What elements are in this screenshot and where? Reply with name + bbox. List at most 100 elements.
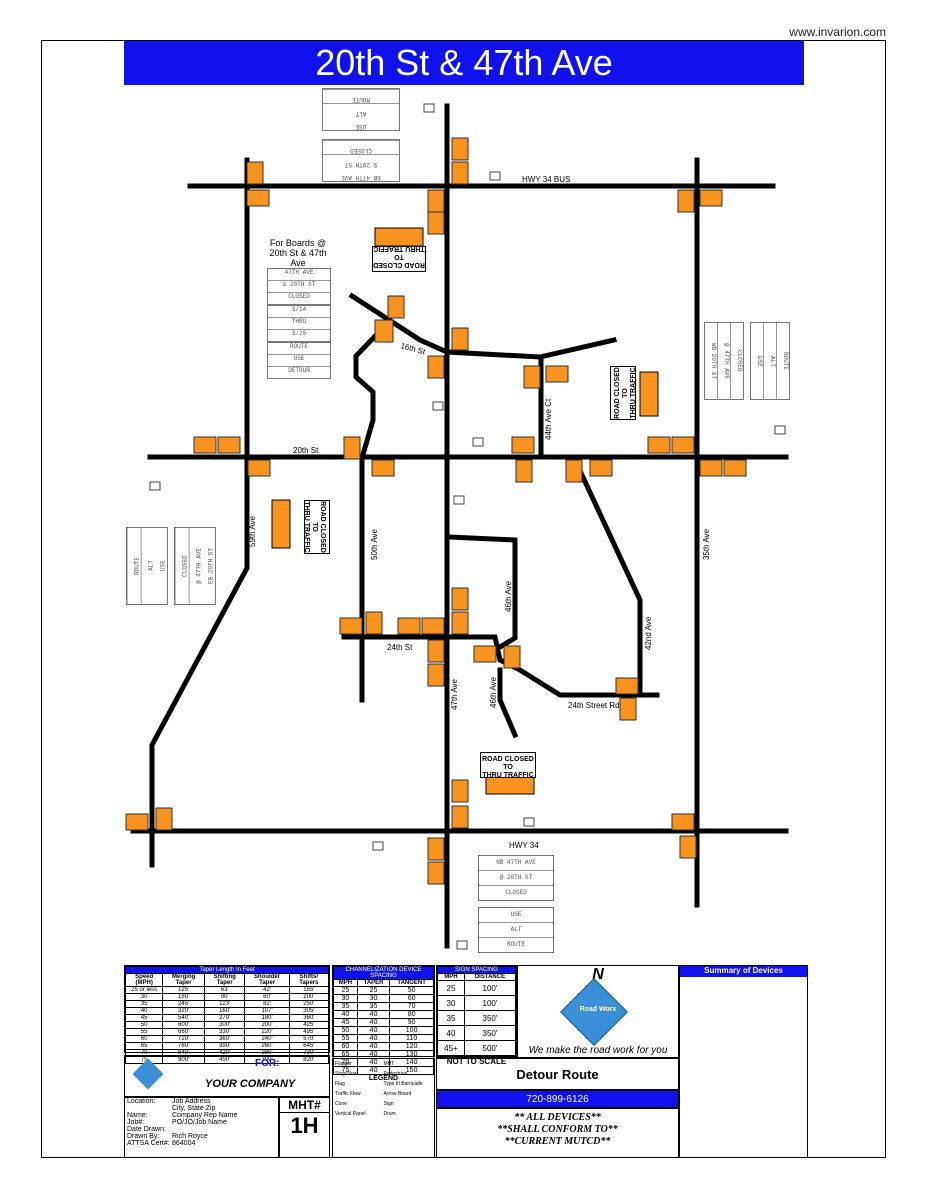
detour-sign-icon <box>699 189 723 207</box>
vms-board-top-a: ROUTE ALT USE <box>322 88 400 131</box>
company-logo-icon <box>132 1058 164 1090</box>
detour-sign-icon <box>545 365 569 383</box>
detour-sign-icon <box>427 837 445 861</box>
table-cell: 90 <box>389 1018 434 1027</box>
table-cell: 40 <box>356 1026 391 1035</box>
road-network <box>130 103 789 949</box>
boards-note: For Boards @ 20th St & 47th Ave <box>269 238 327 268</box>
table-cell: 110 <box>389 1034 434 1043</box>
detour-sign-icon <box>217 436 241 454</box>
detour-sign-icon <box>451 587 469 611</box>
table-cell: 425' <box>288 1021 330 1029</box>
conform-line: **SHALL CONFORM TO** <box>497 1124 618 1135</box>
logo-text: Road Worx <box>579 1006 617 1013</box>
detour-sign-icon <box>647 436 671 454</box>
vms-board-left-2: 3/14 THRU 3/20 <box>267 305 331 342</box>
detour-sign-icon <box>193 436 217 454</box>
company-name: YOUR COMPANY <box>205 1078 296 1090</box>
table-cell: 30 <box>437 995 465 1011</box>
vms-line: ROUTE <box>127 528 141 604</box>
label-50th-ave: 50th Ave <box>370 528 379 560</box>
label-59th-ave: 59th Ave <box>248 515 257 547</box>
mht-icon <box>149 481 161 491</box>
label-46th-ave-a: 46th Ave <box>504 580 513 612</box>
table-cell: 100' <box>463 980 517 996</box>
table-cell: 40 <box>356 1066 391 1075</box>
detour-sign-icon <box>371 459 395 477</box>
vms-line: EB 20TH ST <box>208 548 216 585</box>
table-cell: 390' <box>203 1042 246 1050</box>
vms-line: ROUTE <box>323 89 399 103</box>
table-cell: 820' <box>288 1056 330 1064</box>
table-cell: 40 <box>333 1010 358 1019</box>
table-cell: 780' <box>162 1042 205 1050</box>
table-cell: 305' <box>288 1007 330 1015</box>
legend-title: LEGEND <box>368 1075 399 1082</box>
table-cell: 245' <box>162 1000 205 1008</box>
table-cell: 540' <box>162 1014 205 1022</box>
summary-title: Summary of Devices <box>680 966 807 977</box>
barricades <box>271 227 659 795</box>
table-cell: 63' <box>203 986 246 994</box>
label-hwy34bus: HWY 34 BUS <box>522 175 570 184</box>
legend-item: Pedestrian <box>383 1071 408 1077</box>
detour-sign-icon <box>671 436 695 454</box>
vms-line: CLOSED <box>505 889 527 896</box>
table-cell: 350' <box>463 1010 517 1026</box>
vms-line: ALT <box>764 323 777 399</box>
table-cell: 40 <box>437 1025 465 1041</box>
legend-item: Cone <box>335 1101 347 1107</box>
table-cell: 160' <box>203 1007 246 1015</box>
channel-table-title: CHANNELIZATION DEVICE SPACING <box>333 966 434 980</box>
table-cell: 100' <box>463 995 517 1011</box>
table-cell: 82' <box>244 1000 290 1008</box>
detour-route-title: Detour Route <box>516 1067 599 1082</box>
detour-sign-icon <box>671 813 695 831</box>
detour-sign-icon <box>451 779 469 803</box>
mht-icon <box>432 401 444 411</box>
label-42nd-ave: 42nd Ave <box>644 616 653 650</box>
info-row: Date Drawn: <box>127 1126 166 1133</box>
table-cell: 720' <box>162 1035 205 1043</box>
label-47th-ave: 47th Ave <box>450 678 459 710</box>
vms-board-bottom-a: NB 47TH AVE @ 20TH ST CLOSED <box>478 855 554 901</box>
table-cell: 270' <box>203 1014 246 1022</box>
page-title: 20th St & 47th Ave <box>124 41 804 85</box>
vms-line: ALT <box>140 528 155 604</box>
detour-sign-icon <box>247 459 271 477</box>
website-label[interactable]: www.invarion.com <box>789 25 886 39</box>
vms-board-right-a: WB 20TH ST @ 47TH AVE CLOSED <box>704 322 744 400</box>
detour-sign-icon <box>451 611 469 635</box>
table-cell: 180' <box>162 993 205 1001</box>
conform-box: ** ALL DEVICES** **SHALL CONFORM TO** **… <box>436 1108 679 1158</box>
table-header-cell: Shifts/ Tapers <box>288 973 330 987</box>
legend-item: Type III Barricade <box>383 1081 423 1087</box>
mht-label: MHT# <box>280 1098 329 1113</box>
table-cell: 40 <box>124 1007 164 1015</box>
vms-board-right-b: USE ALT ROUTE <box>750 322 790 400</box>
detour-sign-icon <box>473 645 497 663</box>
detour-sign-icon <box>155 807 173 831</box>
taper-table: Taper Length In Feet Speed (MPH)Merging … <box>124 966 330 1064</box>
mht-markers <box>149 103 786 950</box>
table-cell: 35 <box>124 1000 164 1008</box>
detour-sign-icon <box>427 663 445 687</box>
detour-signs <box>125 137 747 885</box>
table-cell: 123' <box>203 1000 246 1008</box>
mht-icon <box>774 425 786 435</box>
barricade-icon <box>271 499 291 549</box>
table-header-cell: Speed (MPH) <box>124 973 164 987</box>
table-cell: 155' <box>288 986 330 994</box>
table-cell: 70 <box>389 1002 434 1011</box>
table-cell: 40 <box>356 1018 391 1027</box>
